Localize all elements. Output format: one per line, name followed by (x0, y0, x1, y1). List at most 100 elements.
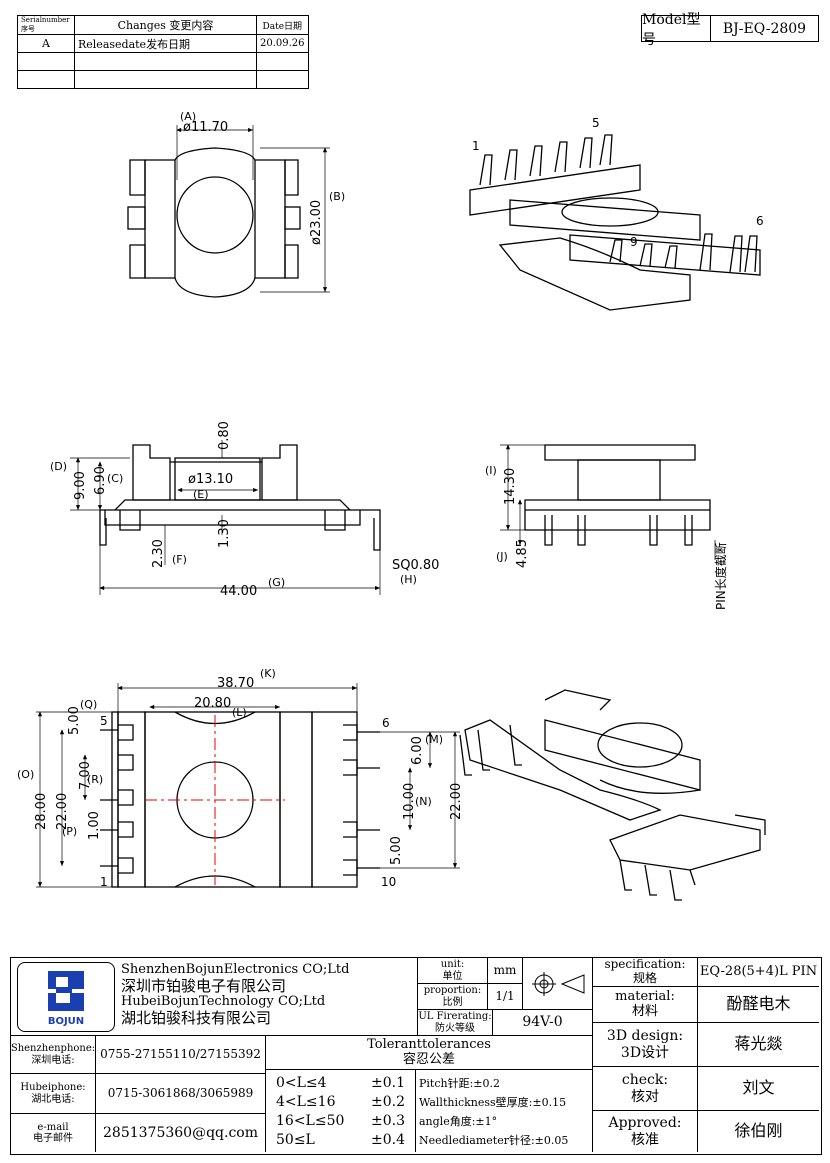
ul-value: 94V-0 (493, 1010, 593, 1036)
pin-note: PIN长度截断 (713, 542, 728, 610)
dim-500: 5.00 (389, 836, 404, 865)
ul-label: UL Firerating: 防火等级 (418, 1010, 493, 1036)
dim-080: 0.80 (217, 421, 232, 450)
dim-c: 6.90 (93, 466, 108, 495)
approved-label: Approved: 核准 (593, 1111, 698, 1152)
design-label: 3D design: 3D设计 (593, 1023, 698, 1067)
unit-label: unit: 单位 (418, 958, 488, 984)
dim-130: 1.30 (217, 519, 232, 548)
unit-value: mm (488, 958, 523, 984)
dim-b: ø23.00 (309, 200, 324, 245)
tol-value: ±0.2 (371, 1094, 405, 1110)
company-cell: BOJUN ShenzhenBojunElectronics CO;Ltd 深圳… (11, 958, 418, 1036)
design-value: 蒋光燚 (698, 1023, 819, 1067)
company-en-1: ShenzhenBojunElectronics CO;Ltd (121, 962, 350, 977)
dim-right: 22.00 (449, 783, 464, 820)
dim-a: ø11.70 (183, 120, 228, 135)
label-g: (G) (268, 576, 285, 589)
side-view (500, 444, 716, 560)
hb-phone: 0715-3061868/3065989 (96, 1074, 266, 1114)
material-label: material: 材料 (593, 987, 698, 1023)
center-lines (145, 715, 285, 885)
dim-l: 20.80 (194, 696, 231, 711)
label-j: (J) (496, 550, 508, 563)
email-label: e-mail 电子邮件 (11, 1114, 96, 1152)
projection-icon (531, 971, 584, 996)
revision-table: Serialnumber序号 Changes 变更内容 Date日期 A Rel… (17, 15, 309, 89)
bottom-pin-10: 10 (381, 875, 396, 889)
tol-range: 16<L≤50 (276, 1113, 345, 1129)
label-d: (D) (50, 460, 67, 473)
dim-d: 9.00 (73, 471, 88, 500)
material-value: 酚醛电木 (698, 987, 819, 1023)
dim-p: 22.00 (55, 793, 70, 830)
model-value: BJ-EQ-2809 (722, 20, 807, 37)
dim-g: 44.00 (220, 584, 257, 599)
proportion-label: proportion: 比例 (418, 984, 488, 1010)
sz-phone-label: Shenzhenphone: 深圳电话: (11, 1036, 96, 1074)
technical-drawing: (A) ø11.70 (B) ø23.00 1 5 6 9 (D) 9.00 (… (17, 110, 766, 901)
email-value: 2851375360@qq.com (96, 1114, 266, 1152)
logo: BOJUN (17, 962, 115, 1032)
company-cn-2: 湖北铂骏科技有限公司 (121, 1009, 272, 1027)
label-m: (M) (425, 733, 443, 746)
dim-q: 5.00 (67, 706, 82, 735)
dim-100: 1.00 (87, 811, 102, 840)
note-angle: angle角度:±1° (419, 1115, 498, 1128)
label-h: (H) (400, 573, 417, 586)
label-r: (R) (87, 773, 103, 786)
front-view (70, 440, 381, 595)
label-n: (N) (415, 795, 432, 808)
dim-e: ø13.10 (188, 472, 233, 487)
tolerance-table: 0<L≤4 ±0.1 4<L≤16 ±0.2 16<L≤50 ±0.3 50≤L ±0.… (266, 1070, 416, 1152)
sz-phone: 0755-27155110/27155392 (96, 1036, 266, 1074)
dim-m: 6.00 (410, 736, 425, 765)
note-needle: Needlediameter针径:±0.05 (419, 1134, 569, 1147)
check-value: 刘文 (698, 1067, 819, 1111)
label-c: (C) (107, 472, 123, 485)
tol-range: 50≤L (276, 1132, 315, 1148)
label-q: (Q) (80, 698, 97, 711)
iso-pin-9: 9 (630, 235, 638, 249)
note-pitch: Pitch针距:±0.2 (419, 1077, 501, 1090)
bottom-pin-6: 6 (382, 716, 390, 730)
dim-j: 4.85 (515, 539, 530, 568)
check-label: check: 核对 (593, 1067, 698, 1111)
label-f: (F) (172, 553, 187, 566)
hb-phone-label: Hubeiphone: 湖北电话: (11, 1074, 96, 1114)
tol-value: ±0.3 (371, 1113, 405, 1129)
dim-r: 7.00 (78, 761, 93, 790)
tol-range: 4<L≤16 (276, 1094, 336, 1110)
tol-value: ±0.1 (371, 1075, 405, 1091)
projection-symbol (523, 958, 593, 1010)
iso-pin-1: 1 (472, 139, 480, 153)
dim-k: 38.70 (217, 676, 254, 691)
bottom-pin-5: 5 (100, 714, 108, 728)
dim-i: 14.30 (503, 468, 518, 505)
dim-o: 28.00 (34, 793, 49, 830)
iso-view-top (469, 134, 761, 311)
iso-view-bottom (459, 689, 766, 901)
bottom-pin-1: 1 (100, 875, 108, 889)
logo-mark-icon: BOJUN (44, 971, 88, 1027)
tol-value: ±0.4 (371, 1132, 405, 1148)
tolerance-title: Toleranttolerances 容忍公差 (266, 1036, 593, 1070)
iso-pin-5: 5 (592, 116, 600, 130)
label-l: (L) (232, 706, 247, 719)
spec-value: EQ-28(5+4)L PIN (698, 958, 819, 987)
approved-value: 徐伯刚 (734, 1121, 783, 1141)
label-a: (A) (180, 110, 196, 123)
company-en-2: HubeiBojunTechnology CO;Ltd (121, 994, 326, 1009)
company-cn-1: 深圳市铂骏电子有限公司 (121, 977, 287, 995)
label-k: (K) (260, 667, 276, 680)
dim-f: 2.30 (151, 539, 166, 568)
general-notes: Pitch针距:±0.2 Wallthickness壁厚度:±0.15 angl… (416, 1070, 593, 1152)
iso-pin-6: 6 (756, 214, 764, 228)
svg-text:BOJUN: BOJUN (48, 1016, 84, 1027)
label-o: (O) (17, 768, 34, 781)
label-p: (P) (62, 825, 77, 838)
dim-n: 10.00 (402, 783, 417, 820)
dim-h: SQ0.80 (392, 558, 439, 573)
tol-range: 0<L≤4 (276, 1075, 327, 1091)
model-box: Model型号 BJ-EQ-2809 (641, 12, 819, 48)
